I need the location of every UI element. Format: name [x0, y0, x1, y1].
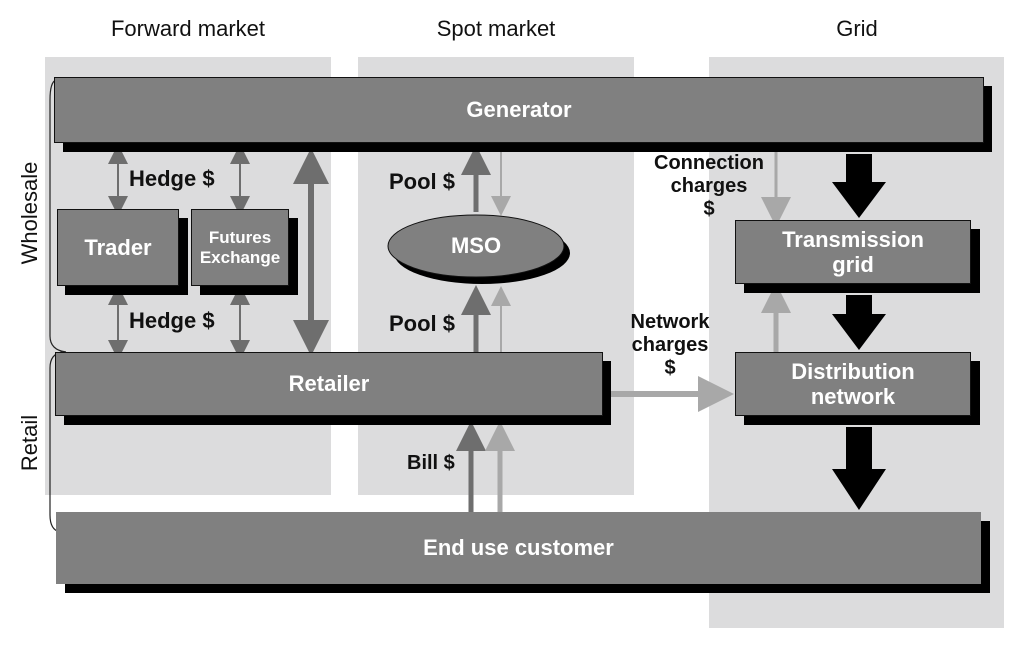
hedge-label-upper: Hedge $: [129, 166, 215, 191]
spot-market-title: Spot market: [436, 16, 556, 41]
power-arrow-transmission-distribution: [832, 295, 886, 350]
retailer-node: Retailer: [55, 352, 603, 416]
connection-charges-line2: charges: [670, 175, 748, 197]
generator-node: Generator: [54, 77, 984, 143]
network-charges-line1: Network: [630, 311, 710, 333]
distribution-network-label-line1: Distribution: [791, 358, 915, 384]
end-use-customer-node: End use customer: [56, 512, 981, 584]
mso-label: MSO: [450, 233, 502, 258]
trader-node: Trader: [57, 209, 179, 286]
network-charges-label: Network charges $: [620, 311, 720, 380]
mso-ellipse: [387, 214, 565, 278]
transmission-grid-node: Transmission grid: [735, 220, 971, 284]
connection-charges-line1: Connection: [654, 152, 764, 174]
forward-market-title: Forward market: [110, 16, 266, 41]
bill-label: Bill $: [407, 452, 455, 474]
network-charges-line3: $: [664, 357, 676, 379]
pool-label-upper: Pool $: [389, 169, 456, 194]
transmission-grid-label-line1: Transmission: [782, 226, 924, 252]
power-arrow-generator-transmission: [832, 154, 886, 218]
retailer-label: Retailer: [288, 371, 370, 397]
wholesale-bracket: [49, 79, 67, 353]
distribution-network-label-line2: network: [810, 384, 896, 409]
pool-label-lower: Pool $: [389, 311, 456, 336]
connection-charges-label: Connection charges $: [644, 152, 774, 221]
power-arrow-distribution-customer: [832, 427, 886, 510]
end-use-customer-label: End use customer: [423, 535, 614, 561]
connection-charges-line3: $: [703, 198, 715, 220]
futures-exchange-label-line2: Exchange: [199, 247, 281, 267]
transmission-grid-label-line2: grid: [832, 252, 874, 277]
trader-label: Trader: [84, 234, 152, 260]
distribution-network-node: Distribution network: [735, 352, 971, 416]
generator-label: Generator: [466, 97, 572, 123]
grid-title: Grid: [836, 16, 878, 41]
futures-exchange-node: Futures Exchange: [191, 209, 289, 286]
futures-exchange-label-line1: Futures: [208, 227, 272, 247]
network-charges-line2: charges: [631, 334, 709, 356]
hedge-label-lower: Hedge $: [129, 308, 215, 333]
